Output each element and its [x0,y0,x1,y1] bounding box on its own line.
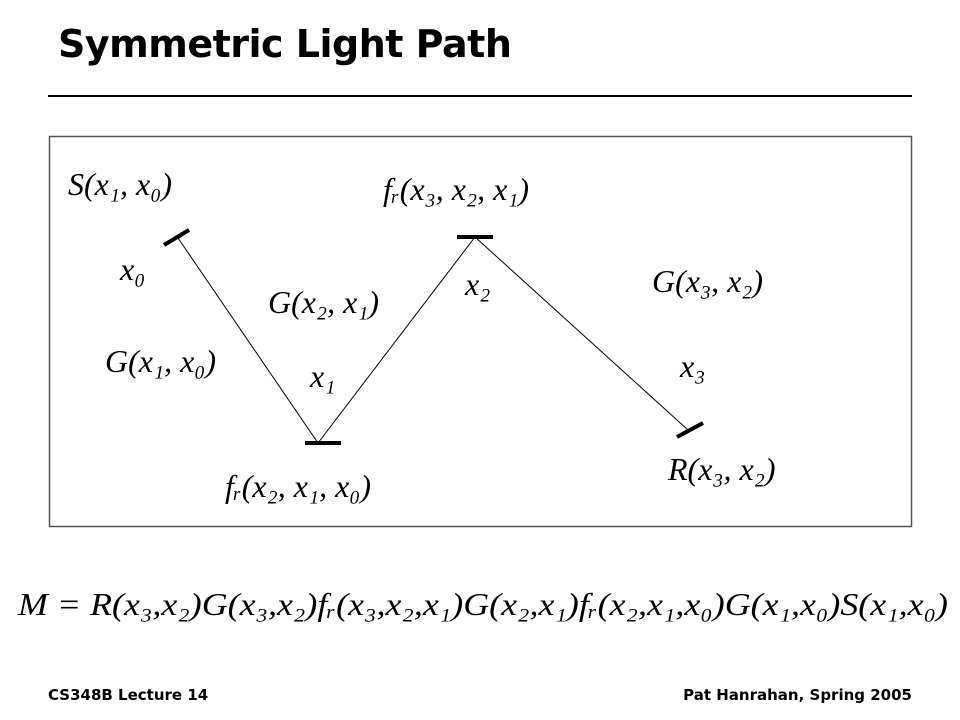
path-segment-x1-x2 [317,236,476,444]
label-fr-210: fᵣ(x₂, x₁, x₀) [225,468,371,504]
label-x2: x₂ [464,266,490,302]
title-divider [48,95,912,97]
label-x0: x₀ [119,251,145,287]
label-source: S(x₁, x₀) [68,166,172,202]
label-fr-321: fᵣ(x₃, x₂, x₁) [383,171,529,207]
receiver-surface [676,421,704,439]
measurement-equation: M = R(x₃,x₂)G(x₃,x₂)fᵣ(x₃,x₂,x₁)G(x₂,x₁)… [17,586,948,622]
label-g21: G(x₂, x₁) [268,284,379,320]
label-x3: x₃ [679,348,705,384]
path-segment-x2-x3 [474,236,689,431]
slide-title: Symmetric Light Path [58,22,512,66]
light-source-surface [162,228,191,247]
label-receiver: R(x₃, x₂) [667,451,776,487]
label-g10: G(x₁, x₀) [105,343,216,379]
label-x1: x₁ [309,358,335,394]
diagram-frame [48,135,913,528]
path-segment-x0-x1 [177,237,319,444]
footer-course: CS348B Lecture 14 [48,686,209,704]
label-g32: G(x₃, x₂) [652,263,763,299]
footer-author: Pat Hanrahan, Spring 2005 [683,686,912,704]
